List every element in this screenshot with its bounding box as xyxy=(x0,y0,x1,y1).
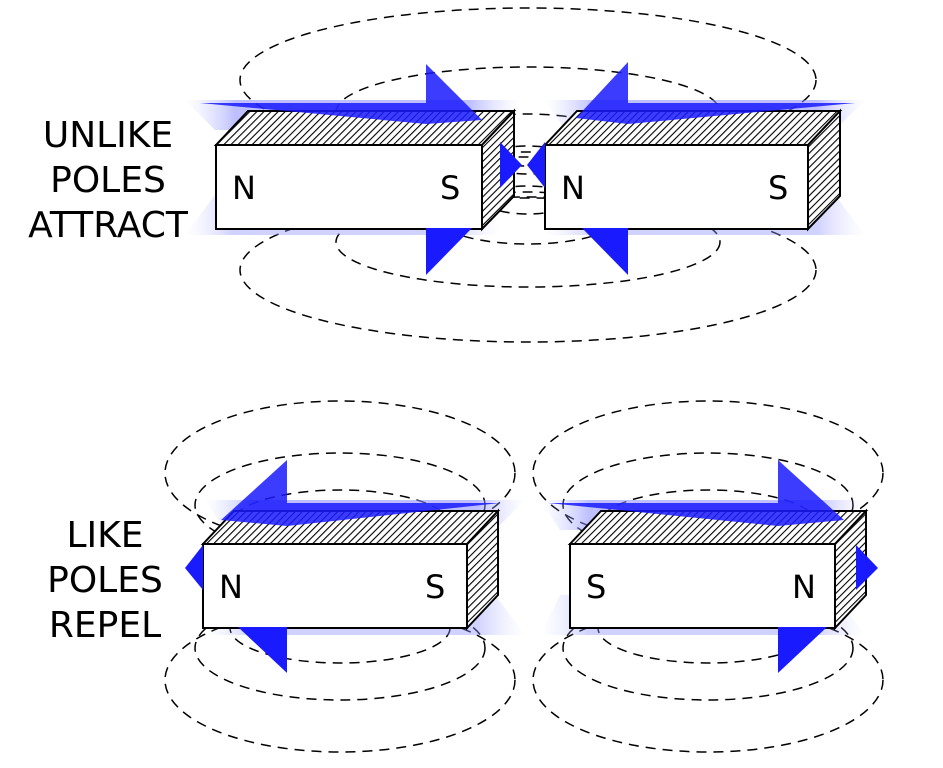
arrow-left-icon xyxy=(576,62,855,124)
caption-line: REPEL xyxy=(48,605,162,646)
arrow-right-icon xyxy=(548,460,844,526)
magnet-repel-right: S N xyxy=(567,508,869,631)
arrow-left-icon xyxy=(185,545,203,590)
magnet-repel-left: N S xyxy=(200,508,501,631)
arrow-left-icon xyxy=(582,228,628,275)
arrow-right-icon xyxy=(500,142,522,188)
caption-line: POLES xyxy=(47,560,163,601)
magnet-attract-left: N S xyxy=(213,108,517,232)
pole-label-left: S xyxy=(586,568,606,606)
attract-caption: UNLIKE POLES ATTRACT xyxy=(18,113,198,248)
magnet-front-face xyxy=(544,144,809,230)
pole-label-right: S xyxy=(440,169,460,207)
caption-line: POLES xyxy=(50,160,166,201)
arrow-left-icon xyxy=(221,460,500,526)
repel-force-arrows xyxy=(185,460,878,673)
arrow-right-icon xyxy=(200,64,482,124)
repel-caption: LIKE POLES REPEL xyxy=(30,513,180,648)
pole-label-left: N xyxy=(232,169,256,207)
arrow-right-icon xyxy=(778,627,827,673)
arrow-right-icon xyxy=(426,228,472,275)
pole-label-right: S xyxy=(768,169,788,207)
pole-label-right: S xyxy=(425,568,445,606)
arrow-right-icon xyxy=(856,545,878,590)
caption-line: LIKE xyxy=(66,515,144,556)
magnet-front-face xyxy=(202,543,468,629)
magnet-front-face xyxy=(569,543,836,629)
arrow-left-icon xyxy=(238,627,287,673)
magnet-front-face xyxy=(215,144,483,230)
arrow-left-icon xyxy=(527,142,545,188)
magnet-attract-right: N S xyxy=(542,108,843,232)
pole-label-left: N xyxy=(219,568,243,606)
pole-label-left: N xyxy=(561,169,585,207)
caption-line: ATTRACT xyxy=(28,205,188,246)
attract-force-arrows xyxy=(200,62,855,275)
pole-label-right: N xyxy=(792,568,816,606)
caption-line: UNLIKE xyxy=(42,115,174,156)
